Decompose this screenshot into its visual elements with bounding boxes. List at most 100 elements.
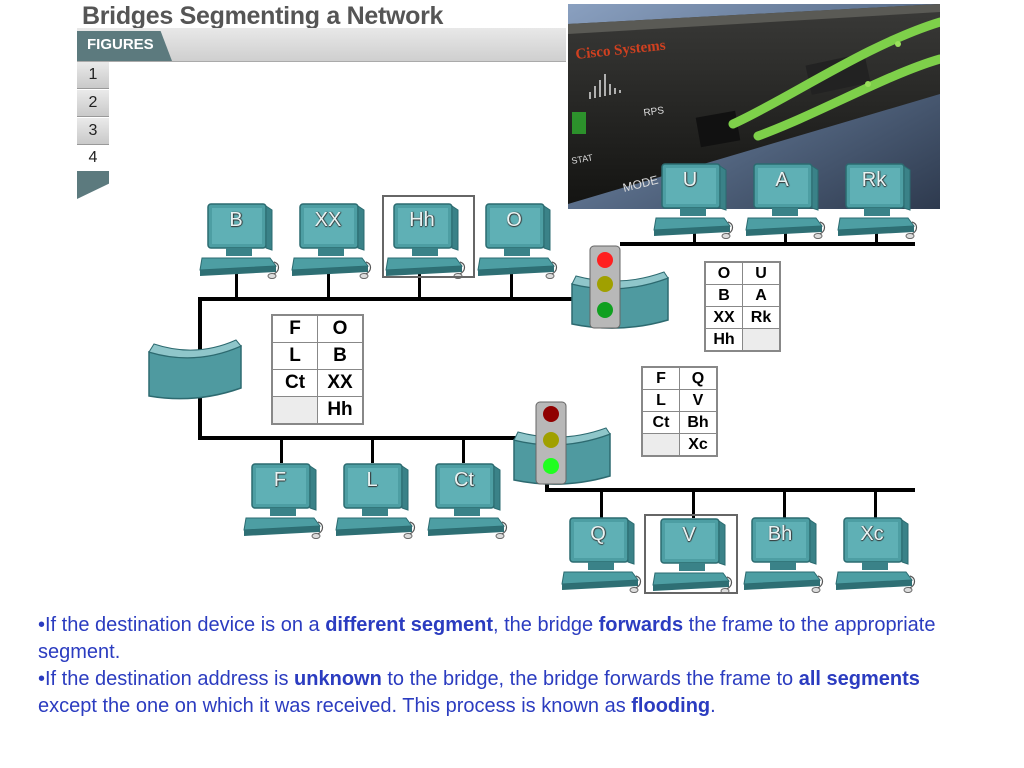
segment-3-line bbox=[620, 242, 915, 246]
computer-l: L bbox=[334, 460, 416, 542]
computer-icon bbox=[835, 517, 916, 593]
computer-xx: XX bbox=[290, 200, 372, 282]
computer-l-label: L bbox=[366, 469, 378, 491]
computer-icon bbox=[243, 463, 324, 539]
drop-q bbox=[600, 490, 603, 518]
table-cell: Ct bbox=[271, 369, 318, 397]
figure-1-button[interactable]: 1 bbox=[77, 62, 109, 89]
computer-o-label: O bbox=[506, 209, 522, 231]
drop-ct bbox=[462, 438, 465, 463]
computer-bh: Bh bbox=[742, 514, 824, 596]
bullet-1: •If the destination device is on a diffe… bbox=[38, 612, 978, 666]
bullet-2-bold-3: flooding bbox=[631, 695, 711, 717]
table-cell bbox=[641, 433, 680, 457]
computer-ct: Ct bbox=[426, 460, 508, 542]
table-row: Xc bbox=[641, 433, 718, 457]
segment-1-drop bbox=[198, 297, 202, 352]
computer-icon bbox=[745, 163, 826, 239]
computer-icon bbox=[652, 518, 733, 594]
figures-tab[interactable]: FIGURES bbox=[77, 31, 172, 61]
drop-v bbox=[692, 490, 695, 518]
bullet-2-text-4: . bbox=[710, 695, 716, 717]
computer-icon bbox=[743, 517, 824, 593]
table-cell: Ct bbox=[641, 411, 680, 434]
figure-3-button[interactable]: 3 bbox=[77, 118, 109, 145]
table-cell: L bbox=[271, 342, 318, 370]
table-row: Hh bbox=[271, 396, 364, 425]
computer-hh: Hh bbox=[382, 195, 475, 279]
table-cell: B bbox=[317, 342, 364, 370]
table-cell bbox=[742, 328, 781, 352]
drop-o bbox=[510, 272, 513, 299]
bullet-1-text-3: the frame to the appropriate segment. bbox=[38, 614, 936, 663]
bridge-2-green-light bbox=[543, 458, 559, 474]
computer-xc-label: Xc bbox=[860, 523, 884, 545]
bullet-1-text: •If the destination device is on a bbox=[38, 614, 326, 636]
bridge-2-icon bbox=[512, 400, 612, 486]
segment-2-line bbox=[198, 436, 518, 440]
bullet-1-bold-2: forwards bbox=[598, 614, 684, 636]
explanation-text: •If the destination device is on a diffe… bbox=[38, 612, 978, 720]
drop-xc bbox=[874, 490, 877, 518]
bullet-2-bold-1: unknown bbox=[294, 668, 382, 690]
computer-xc: Xc bbox=[834, 514, 916, 596]
table-cell: XX bbox=[317, 369, 364, 397]
figure-4-button[interactable]: 4 bbox=[77, 145, 109, 171]
computer-v: V bbox=[644, 514, 738, 594]
table-cell: O bbox=[704, 261, 743, 285]
computer-hh-label: Hh bbox=[409, 209, 435, 231]
computer-q-label: Q bbox=[590, 523, 606, 545]
table-cell: XX bbox=[704, 306, 743, 329]
drop-rk bbox=[875, 230, 878, 244]
table-cell bbox=[271, 396, 318, 425]
drop-bh bbox=[783, 490, 786, 518]
computer-a-label: A bbox=[775, 169, 789, 191]
bridge-2-red-light bbox=[543, 406, 559, 422]
bridge-1-icon bbox=[570, 244, 670, 330]
computer-rk: Rk bbox=[836, 160, 918, 242]
bullet-1-text-2: , the bridge bbox=[493, 614, 599, 636]
table-cell: B bbox=[704, 284, 743, 307]
computer-rk-label: Rk bbox=[861, 169, 887, 191]
rps-label: RPS bbox=[643, 105, 665, 119]
computer-a: A bbox=[744, 160, 826, 242]
bullet-2-text-3: except the one on which it was received.… bbox=[38, 695, 632, 717]
table-cell: V bbox=[679, 389, 718, 412]
computer-icon bbox=[477, 203, 558, 279]
computer-icon bbox=[561, 517, 642, 593]
computer-f: F bbox=[242, 460, 324, 542]
bridge-2-yellow-light bbox=[543, 432, 559, 448]
computer-icon bbox=[837, 163, 918, 239]
bullet-2-text: •If the destination address is bbox=[38, 668, 295, 690]
computer-ct-label: Ct bbox=[454, 469, 474, 491]
stat-label: STAT bbox=[571, 152, 595, 166]
computer-icon bbox=[653, 163, 734, 239]
drop-a bbox=[784, 230, 787, 244]
computer-b: B bbox=[198, 200, 280, 282]
table-cell: L bbox=[641, 389, 680, 412]
table-cell: Bh bbox=[679, 411, 718, 434]
drop-xx bbox=[327, 272, 330, 299]
page-title: Bridges Segmenting a Network bbox=[82, 2, 444, 30]
computer-q: Q bbox=[560, 514, 642, 596]
table-cell: A bbox=[742, 284, 781, 307]
computer-v-label: V bbox=[682, 524, 696, 546]
figure-2-button[interactable]: 2 bbox=[77, 90, 109, 117]
segment-1-line bbox=[198, 297, 578, 301]
table-cell: Q bbox=[679, 366, 718, 390]
computer-u-label: U bbox=[682, 169, 698, 191]
figures-tab-label: FIGURES bbox=[87, 36, 154, 53]
bridge-1-green-light bbox=[597, 302, 613, 318]
bullet-2-text-2: to the bridge, the bridge forwards the f… bbox=[381, 668, 799, 690]
table-cell: Rk bbox=[742, 306, 781, 329]
computer-bh-label: Bh bbox=[767, 523, 793, 545]
computer-f-label: F bbox=[273, 469, 287, 491]
